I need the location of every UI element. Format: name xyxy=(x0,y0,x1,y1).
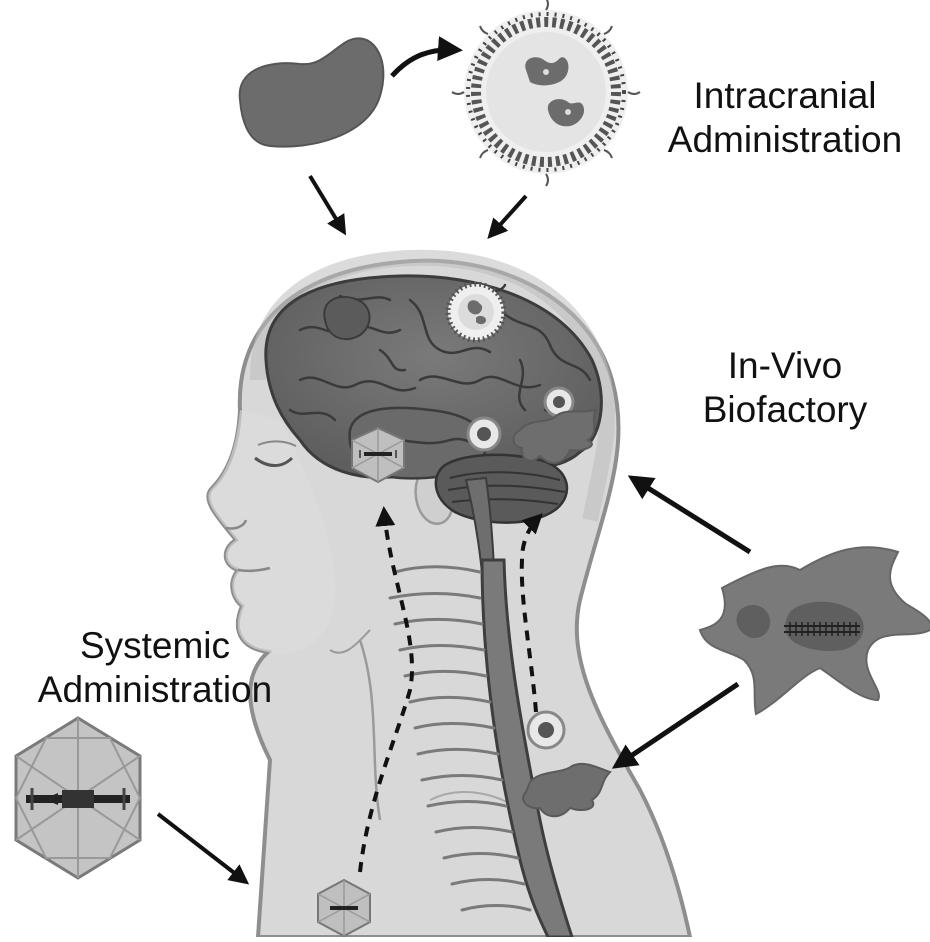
arrow-biofactory-to-brain-icon xyxy=(632,478,750,552)
arrow-cell-to-brain-icon xyxy=(310,176,344,232)
label-invivo-line2: Biofactory xyxy=(660,388,910,432)
label-intracranial-line2: Administration xyxy=(640,118,930,162)
arrow-liposome-to-brain-icon xyxy=(490,196,526,236)
label-systemic-administration: Systemic Administration xyxy=(10,624,300,712)
spine-encapsulated-cell-icon xyxy=(528,712,564,748)
label-intracranial-administration: Intracranial Administration xyxy=(640,74,930,162)
cell-icon xyxy=(240,38,384,146)
large-capsid-icon xyxy=(16,718,140,878)
label-systemic-line1: Systemic xyxy=(10,624,300,668)
label-invivo-line1: In-Vivo xyxy=(660,344,910,388)
liposome-icon xyxy=(452,0,640,186)
curved-arrow-icon xyxy=(392,50,458,76)
brain-lesion xyxy=(324,297,369,339)
arrow-biofactory-to-spine-icon xyxy=(616,684,738,766)
small-liposome-icon xyxy=(448,284,504,340)
arrow-systemic-icon xyxy=(158,814,246,882)
label-systemic-line2: Administration xyxy=(10,668,300,712)
label-in-vivo-biofactory: In-Vivo Biofactory xyxy=(660,344,910,432)
label-intracranial-line1: Intracranial xyxy=(640,74,930,118)
